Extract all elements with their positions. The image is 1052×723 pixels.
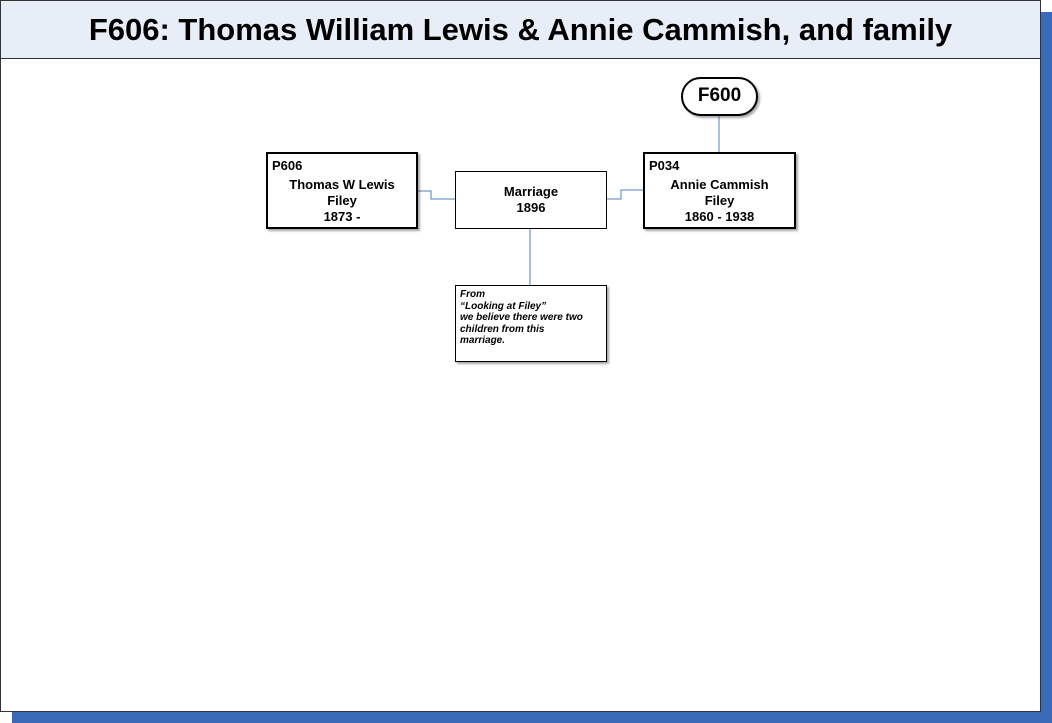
note-line: “Looking at Filey” xyxy=(460,300,547,312)
person-name: Annie Cammish xyxy=(670,177,769,192)
person-id: P606 xyxy=(272,158,303,173)
note-line: marriage. xyxy=(460,335,506,346)
person-spacer xyxy=(268,161,416,177)
connector-husband-marriage xyxy=(417,190,455,200)
person-spacer xyxy=(645,161,794,177)
note-line: we believe there were two xyxy=(460,312,583,323)
note-box: From “Looking at Filey” we believe there… xyxy=(455,285,607,362)
marriage-box[interactable]: Marriage 1896 xyxy=(455,171,607,229)
person-place: Filey xyxy=(327,193,357,208)
family-link-f600[interactable]: F600 xyxy=(681,77,758,116)
chart-page: F606: Thomas William Lewis & Annie Cammi… xyxy=(0,0,1041,712)
person-id: P034 xyxy=(649,158,680,173)
page-header: F606: Thomas William Lewis & Annie Cammi… xyxy=(1,1,1040,59)
family-link-label: F600 xyxy=(697,85,742,106)
connector-lines xyxy=(417,115,720,285)
note-line: From xyxy=(460,289,485,300)
person-place: Filey xyxy=(704,193,735,208)
person-dates: 1873 - xyxy=(323,209,361,224)
connector-wife-marriage xyxy=(606,189,644,200)
person-box-wife[interactable]: P034 Annie Cammish Filey 1860 - 1938 xyxy=(643,152,796,229)
note-line: children from this xyxy=(460,323,545,335)
page-title: F606: Thomas William Lewis & Annie Cammi… xyxy=(88,11,953,47)
person-name: Thomas W Lewis xyxy=(289,177,395,192)
marriage-label: Marriage xyxy=(503,184,559,199)
person-box-husband[interactable]: P606 Thomas W Lewis Filey 1873 - xyxy=(266,152,418,229)
marriage-year: 1896 xyxy=(516,200,546,215)
person-dates: 1860 - 1938 xyxy=(684,209,755,224)
